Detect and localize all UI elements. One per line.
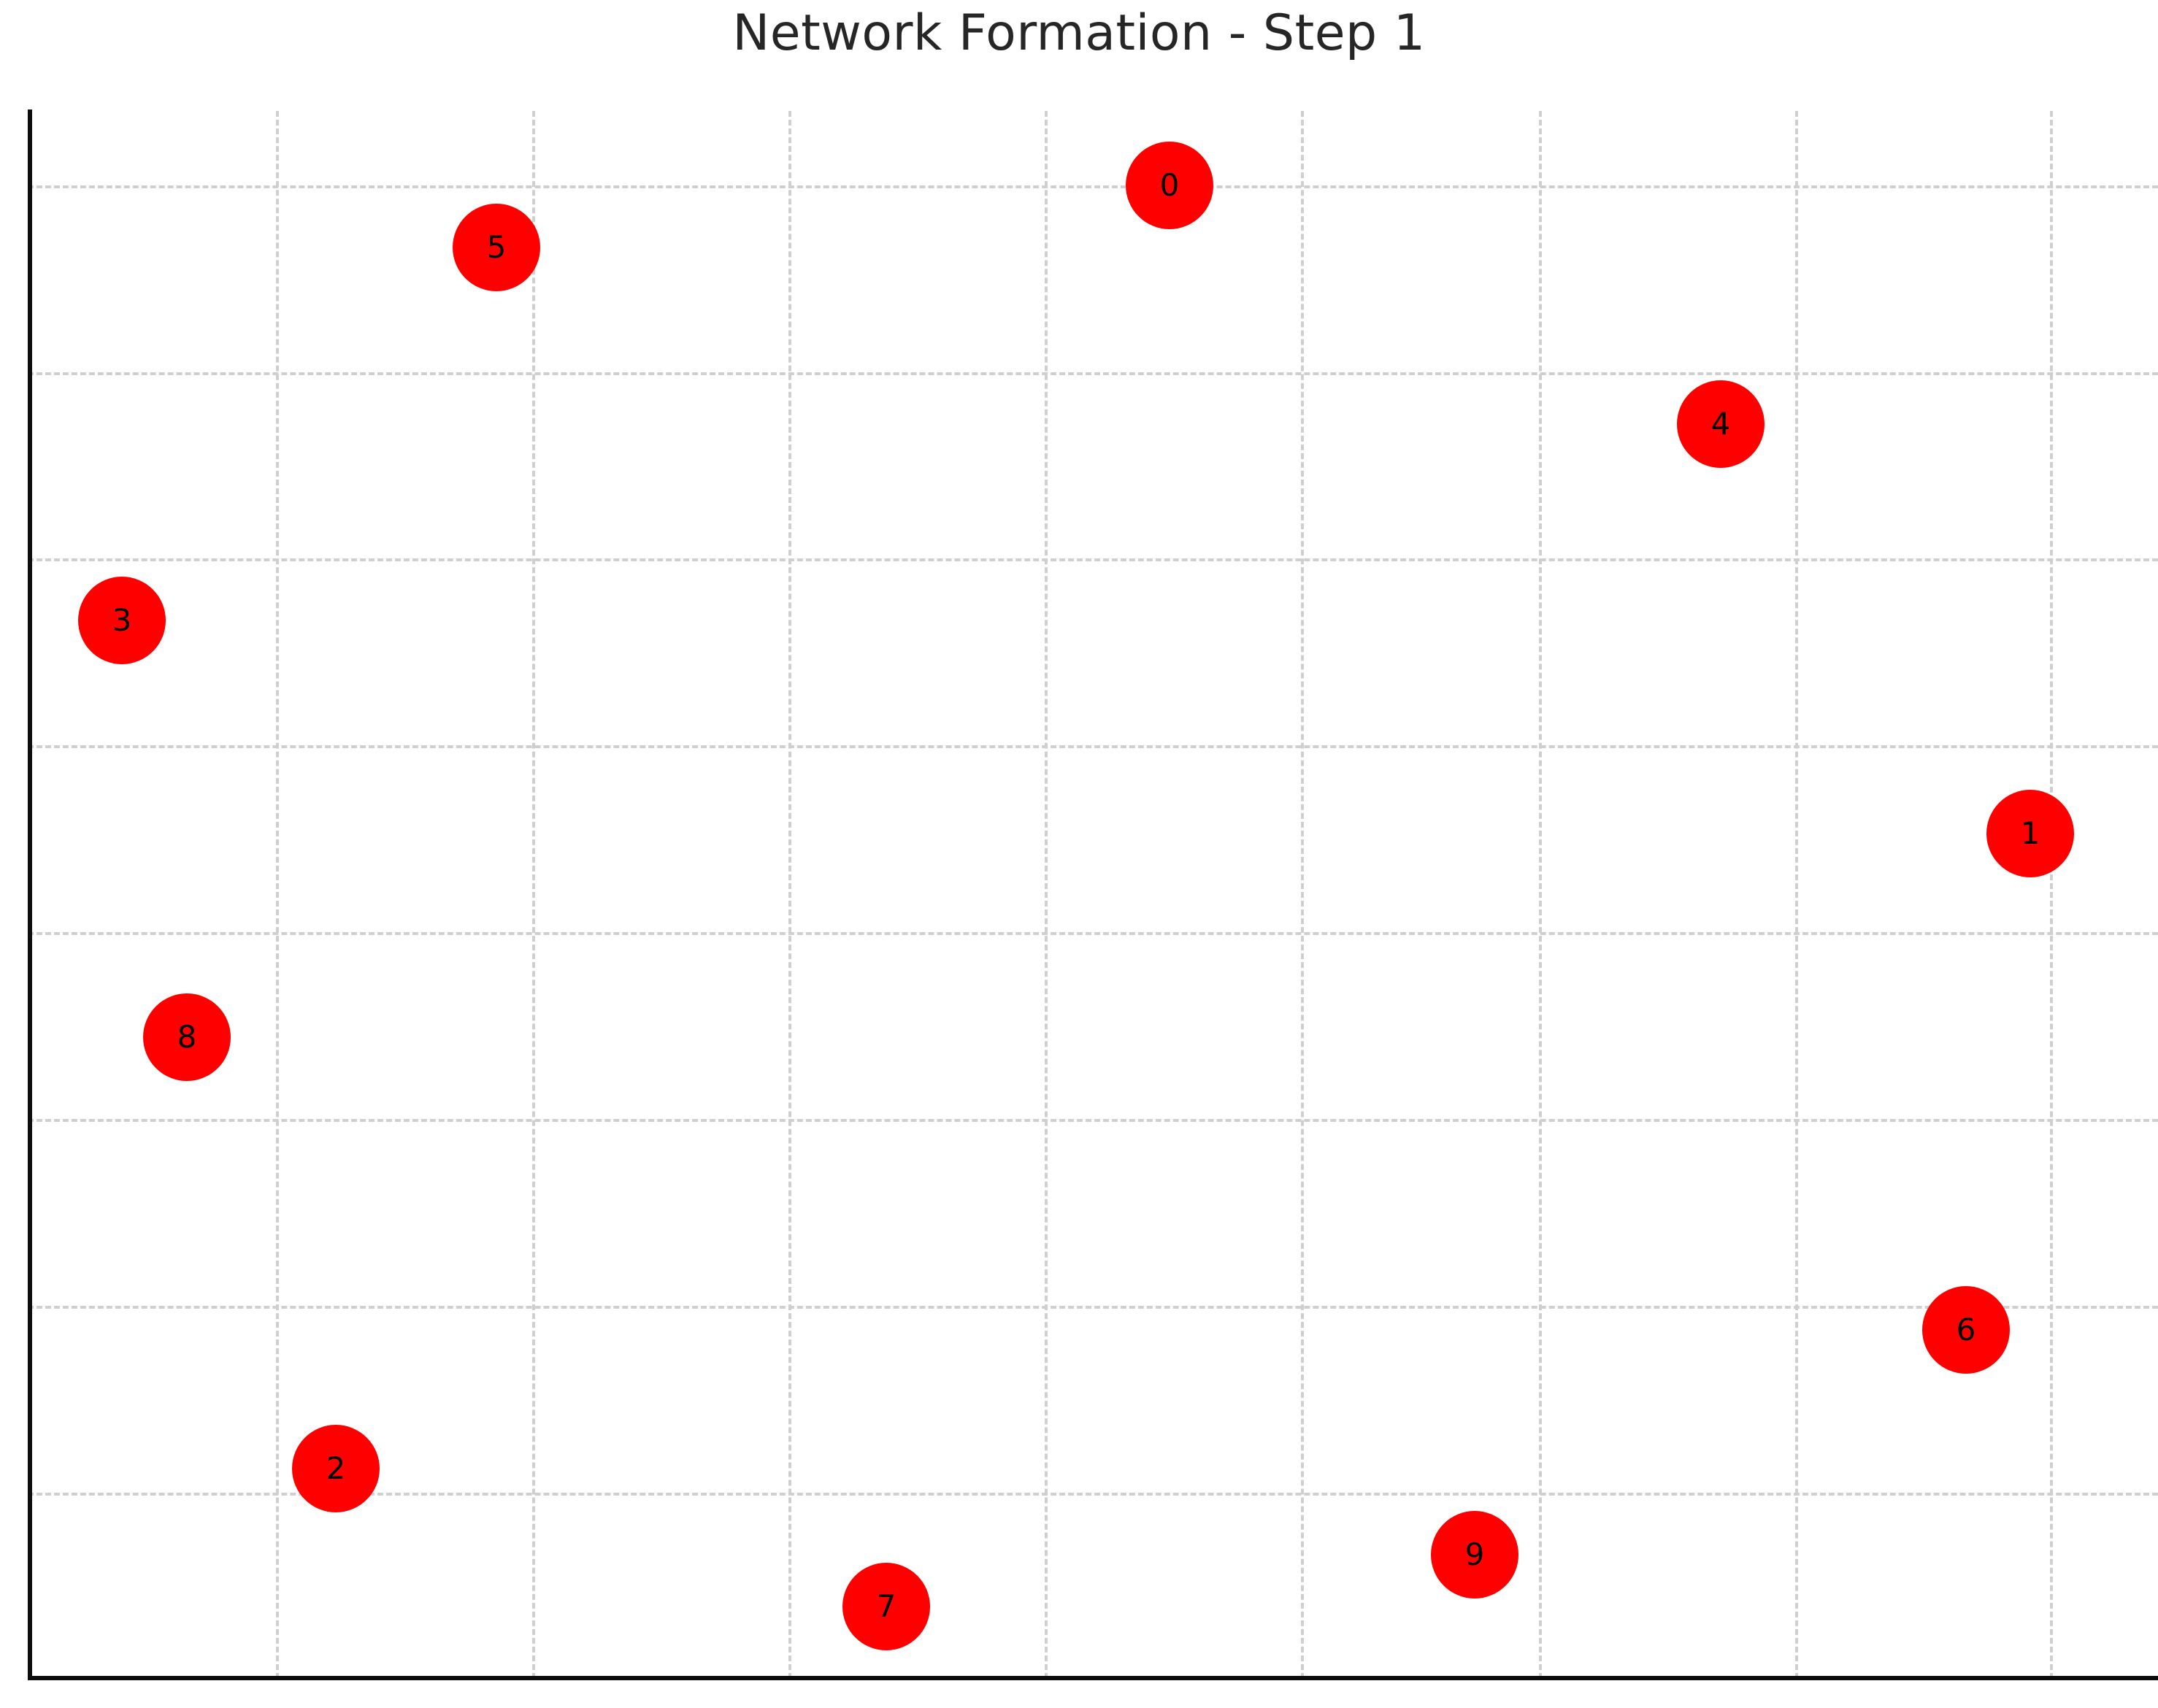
gridline-horizontal-6 [28,1306,2158,1309]
gridline-horizontal-2 [28,558,2158,561]
gridline-horizontal-3 [28,745,2158,748]
gridline-horizontal-0 [28,185,2158,188]
gridline-vertical-5 [1539,111,1542,1679]
axis-spine-left [28,109,32,1680]
gridline-horizontal-5 [28,1119,2158,1122]
chart-title: Network Formation - Step 1 [732,4,1426,62]
network-node-label: 3 [112,602,132,638]
network-node-label: 6 [1956,1312,1976,1347]
axis-spine-bottom [28,1676,2158,1680]
network-node-3[interactable]: 3 [78,577,166,664]
gridline-vertical-6 [1795,111,1798,1679]
gridline-horizontal-4 [28,932,2158,935]
network-node-2[interactable]: 2 [292,1425,380,1512]
network-node-4[interactable]: 4 [1677,380,1765,468]
network-node-label: 8 [177,1019,197,1055]
network-node-label: 7 [876,1588,896,1624]
gridline-horizontal-7 [28,1493,2158,1496]
gridline-vertical-1 [532,111,535,1679]
network-node-8[interactable]: 8 [143,993,231,1081]
network-node-7[interactable]: 7 [842,1563,930,1650]
network-node-label: 9 [1464,1536,1485,1572]
gridline-vertical-7 [2050,111,2053,1679]
network-node-label: 5 [486,229,507,265]
network-node-label: 4 [1710,406,1731,442]
network-node-label: 1 [2020,815,2040,851]
network-node-5[interactable]: 5 [453,204,540,291]
network-node-1[interactable]: 1 [1986,790,2074,877]
gridline-vertical-3 [1045,111,1048,1679]
gridline-vertical-2 [788,111,791,1679]
network-node-0[interactable]: 0 [1126,142,1213,229]
gridline-vertical-0 [276,111,279,1679]
network-node-6[interactable]: 6 [1922,1286,2010,1374]
network-node-9[interactable]: 9 [1431,1511,1518,1599]
network-node-label: 2 [326,1450,346,1486]
gridline-vertical-4 [1301,111,1304,1679]
network-node-label: 0 [1159,167,1180,203]
gridline-horizontal-1 [28,372,2158,375]
